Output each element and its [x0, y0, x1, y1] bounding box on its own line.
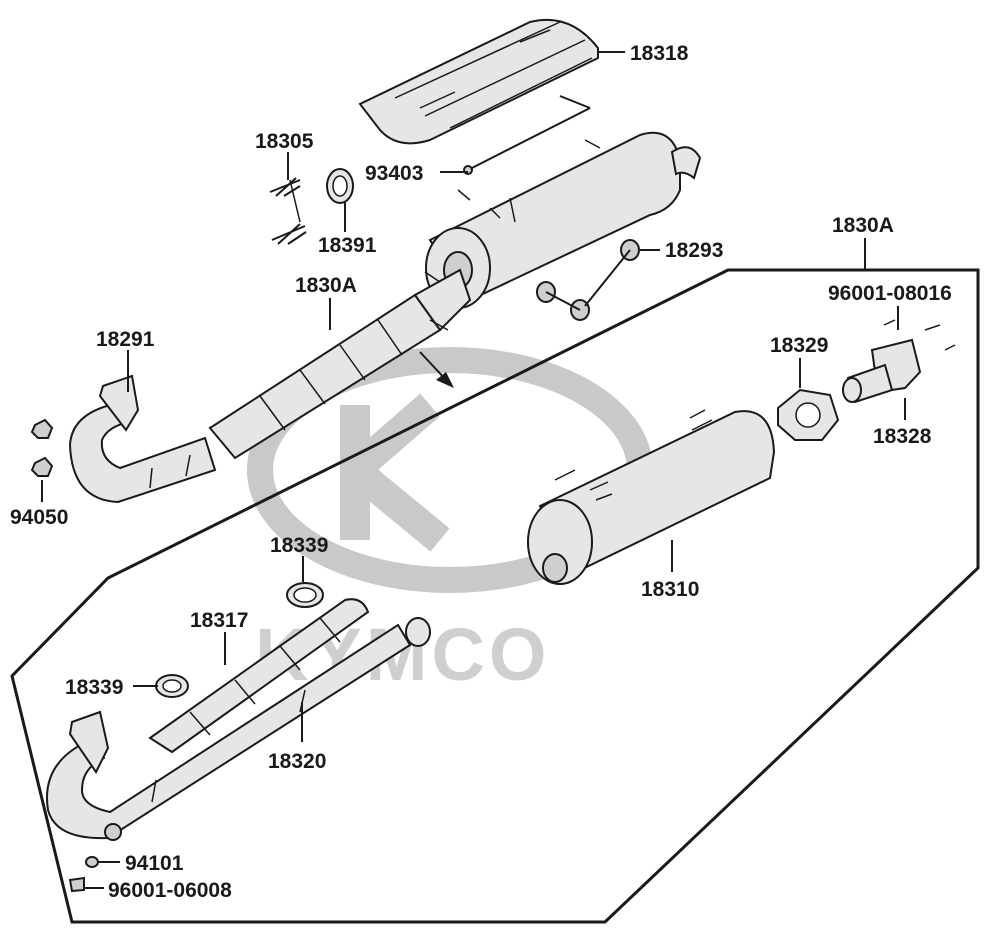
label-18328: 18328 [873, 425, 932, 448]
label-94050: 94050 [10, 506, 68, 529]
part-labels: 18318 18305 93403 18391 1830A 18293 1830… [10, 42, 952, 902]
label-18339-top: 18339 [270, 534, 328, 557]
muffler-upper-part [425, 131, 702, 309]
label-18317: 18317 [190, 609, 248, 632]
clamp-18339-left-part [155, 674, 189, 698]
bracket-18293-part [536, 239, 640, 321]
label-94101: 94101 [125, 852, 184, 875]
label-96001-06008: 96001-06008 [108, 879, 232, 902]
label-18291: 18291 [96, 328, 155, 351]
front-pipe-18320-part [46, 617, 431, 841]
label-18391: 18391 [318, 234, 377, 257]
screw-96001-06008-part [68, 876, 85, 893]
leader-lines [41, 51, 906, 889]
label-18329: 18329 [770, 334, 828, 357]
label-18310: 18310 [641, 578, 699, 601]
gasket-18329-part [777, 388, 840, 441]
muffler-18310-part [527, 409, 776, 585]
label-18293: 18293 [665, 239, 723, 262]
mid-pipe-18317-part [148, 598, 370, 754]
connector-18328-part [842, 319, 956, 404]
label-1830a-main: 1830A [295, 274, 357, 297]
label-1830a-top: 1830A [832, 214, 894, 237]
nut-94050-part [30, 418, 54, 477]
nut-94101-part [85, 856, 99, 868]
mid-pipe-upper-part [208, 268, 472, 460]
front-pipe-upper-part [68, 374, 217, 504]
gasket-18391-part [326, 168, 354, 204]
assembly-outline [10, 268, 980, 924]
label-18305: 18305 [255, 130, 314, 153]
label-96001-08016: 96001-08016 [828, 282, 952, 305]
heat-shield-part [358, 18, 599, 145]
label-18318: 18318 [630, 42, 689, 65]
spring-18305-part [269, 177, 307, 245]
label-18339-left: 18339 [65, 676, 123, 699]
label-18320: 18320 [268, 750, 326, 773]
direction-arrow [419, 351, 454, 388]
strap-93403-part [463, 95, 591, 175]
clamp-18339-top-part [286, 582, 324, 608]
label-93403: 93403 [365, 162, 423, 185]
